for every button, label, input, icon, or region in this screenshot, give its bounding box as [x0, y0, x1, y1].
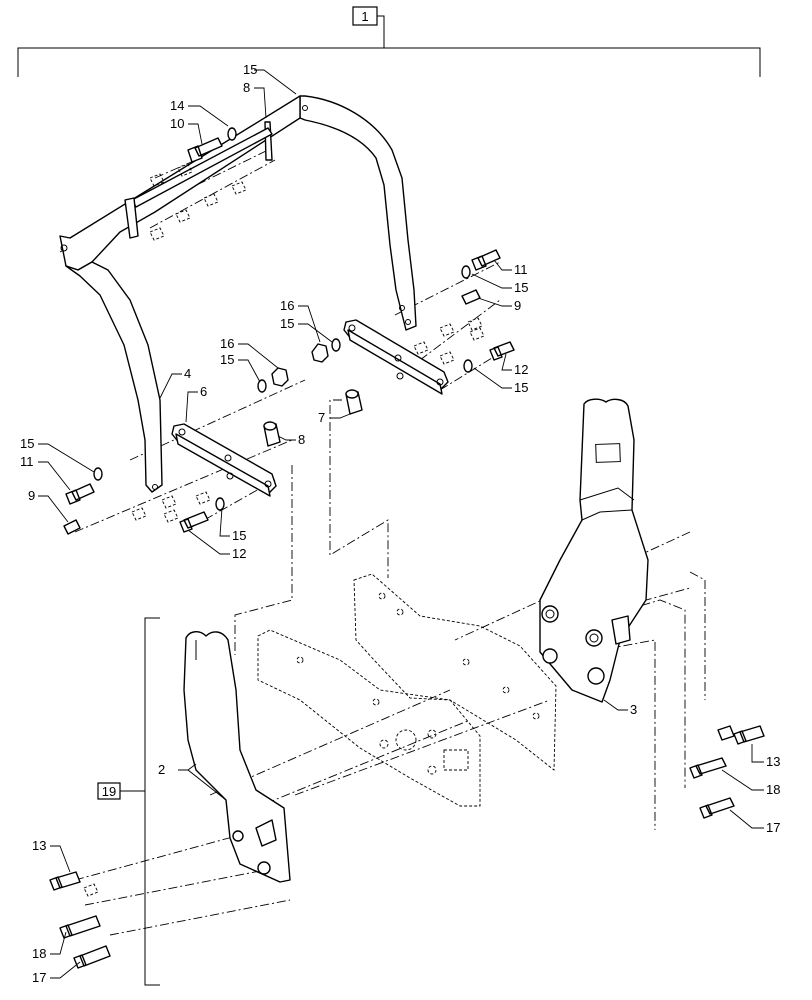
- washer-15-left: [93, 467, 103, 481]
- callout-12-left: 12: [232, 546, 246, 561]
- callout-7: 8: [243, 80, 250, 95]
- callout-13-left: 13: [32, 838, 46, 853]
- subassembly-ref-label: 19: [102, 784, 116, 799]
- callout-15-left-mid: 15: [220, 352, 234, 367]
- crossbar-end-left: [124, 197, 139, 239]
- callout-15-left: 15: [20, 436, 34, 451]
- washer-14: [227, 127, 237, 141]
- screw-9-right: [461, 289, 481, 305]
- upper-yoke-frame: [59, 95, 417, 493]
- callout-6: 6: [200, 384, 207, 399]
- bolt-18-left: [59, 915, 101, 939]
- side-bracket-3-pin: [611, 615, 631, 645]
- callout-13-right: 13: [766, 754, 780, 769]
- callout-15-upper-right: 15: [514, 280, 528, 295]
- callout-10: 10: [170, 116, 184, 131]
- yoke-right-leg: [299, 95, 417, 331]
- assembly-bracket: 1: [17, 6, 761, 77]
- callout-16-left: 16: [220, 336, 234, 351]
- nut-16-mid: [311, 343, 329, 363]
- callout-8-upper: 7: [318, 410, 325, 425]
- mount-plate-lower-edge: [175, 433, 271, 497]
- callout-11-left: 11: [20, 454, 34, 469]
- bolt-17-right: [699, 797, 735, 819]
- washer-15-right: [463, 359, 473, 373]
- callout-5: 15: [243, 62, 257, 77]
- bolt-11-left: [65, 483, 95, 505]
- long-bolts: [49, 725, 765, 969]
- callout-16-mid: 16: [280, 298, 294, 313]
- side-bracket-right: [539, 398, 649, 703]
- bracket-line: [17, 15, 761, 77]
- washer-15-mid: [331, 338, 341, 352]
- bolt-11-right: [471, 249, 501, 271]
- mount-plate-upper-edge: [347, 329, 443, 395]
- callout-8-lower: 8: [298, 432, 305, 447]
- washer-15-left-mid: [257, 379, 267, 393]
- yoke-left-leg: [65, 261, 163, 493]
- frame-plate-phantom: [257, 573, 557, 807]
- callout-11-right: 11: [514, 262, 528, 277]
- bolt-18-right: [689, 757, 727, 779]
- bolt-13-right-phantom: [717, 725, 735, 741]
- subassembly-bracket: 19: [97, 617, 160, 986]
- screw-9-left: [63, 519, 81, 535]
- side-bracket-2-pin: [255, 819, 277, 847]
- callout-14: 14: [170, 98, 184, 113]
- washer-15-left-low: [215, 497, 225, 511]
- washer-15-upper-right: [461, 265, 471, 279]
- callout-2: 2: [158, 762, 165, 777]
- callout-9-right: 9: [514, 298, 521, 313]
- callout-17-right: 17: [766, 820, 780, 835]
- bolt-12-left: [179, 511, 209, 533]
- nut-16-left: [271, 367, 289, 387]
- bolt-13-right: [733, 725, 765, 745]
- callout-18-left: 18: [32, 946, 46, 961]
- crossbar-rod: [131, 127, 273, 208]
- callout-12-right: 12: [514, 362, 528, 377]
- callout-4: 4: [184, 366, 191, 381]
- subassembly-bracket-line: [144, 617, 160, 986]
- leader-lines: [38, 69, 764, 979]
- callout-3: 3: [630, 702, 637, 717]
- side-bracket-left: [183, 631, 291, 883]
- callout-15-left-low: 15: [232, 528, 246, 543]
- bolt-13-left: [49, 871, 81, 891]
- callout-17-left: 17: [32, 970, 46, 985]
- side-bracket-2-body: [183, 631, 291, 883]
- callout-18-right: 18: [766, 782, 780, 797]
- callout-15-right: 15: [514, 380, 528, 395]
- callout-9-left: 9: [28, 488, 35, 503]
- assembly-ref-label: 1: [361, 9, 368, 24]
- hardware: [63, 127, 515, 535]
- bolt-12-right: [489, 341, 515, 361]
- callout-15-mid: 15: [280, 316, 294, 331]
- callouts: 15 8 14 10 11 15 9 16 15 12 15 16 15 4 6…: [20, 62, 780, 985]
- crossbar-part-7: [124, 121, 273, 239]
- bolt-10: [187, 137, 223, 163]
- bolt-17-left: [73, 945, 111, 969]
